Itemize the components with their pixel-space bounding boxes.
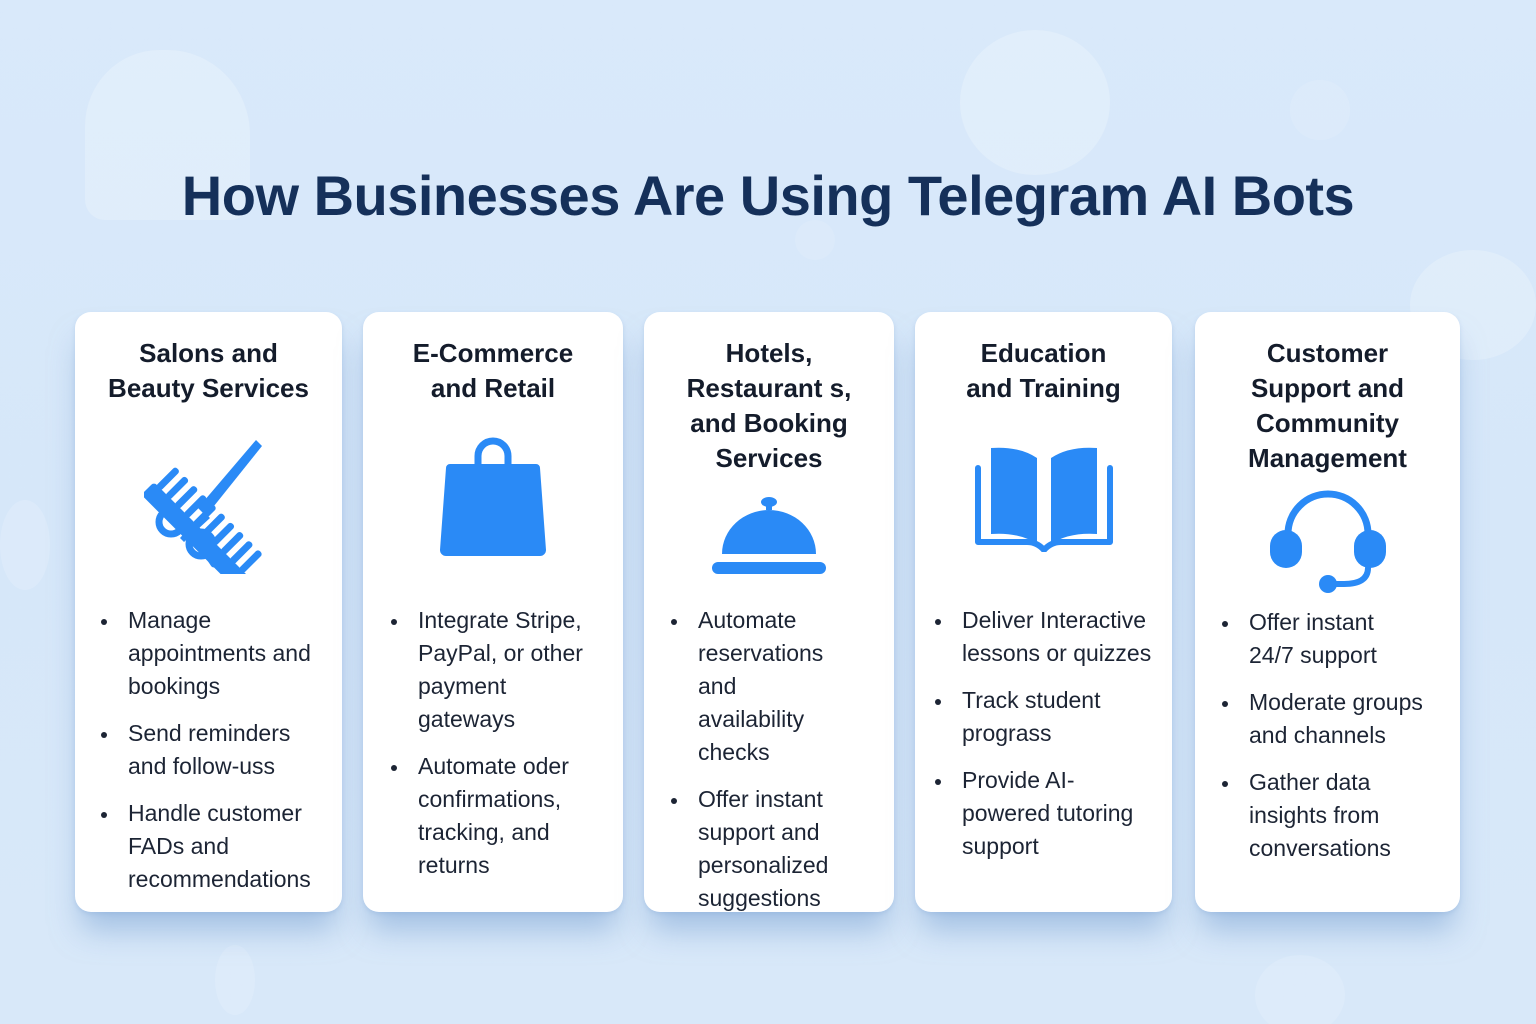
background-decoration xyxy=(0,500,50,590)
feature-list: Automate reservations and availability c… xyxy=(671,604,886,912)
background-decoration xyxy=(1255,955,1345,1024)
list-item: Send reminders and follow-uss xyxy=(101,717,341,783)
background-decoration xyxy=(960,30,1110,175)
shopping-bag-icon xyxy=(440,437,546,556)
feature-list: Manage appointments and bookings Send re… xyxy=(101,604,341,910)
card-title: Education and Training xyxy=(966,338,1121,403)
list-item: Offer instant support and personalized s… xyxy=(671,783,886,912)
list-item: Automate oder confirmations, tracking, a… xyxy=(391,750,621,882)
comb-scissors-icon xyxy=(143,440,262,574)
background-decoration xyxy=(1290,80,1350,140)
list-item: Gather data insights from conversations xyxy=(1222,766,1460,865)
card-hotels-restaurants-booking: Hotels, Restaurant s, and Booking Servic… xyxy=(644,312,894,912)
feature-list: Offer instant 24/7 support Moderate grou… xyxy=(1222,606,1460,879)
background-decoration xyxy=(215,945,255,1015)
open-book-icon xyxy=(974,447,1113,552)
card-education-training: Education and Training Deliver Interacti… xyxy=(915,312,1172,912)
background-decoration xyxy=(795,220,835,260)
card-title: E-Commerce and Retail xyxy=(412,338,574,403)
card-title: Salons and Beauty Services xyxy=(108,338,309,403)
card-customer-support-community: Customer Support and Community Managemen… xyxy=(1195,312,1460,912)
card-salons-beauty: Salons and Beauty Services xyxy=(75,312,342,912)
feature-list: Integrate Stripe, PayPal, or other payme… xyxy=(391,604,621,896)
service-bell-icon xyxy=(712,497,826,574)
list-item: Track student prograss xyxy=(935,684,1172,750)
background-decoration xyxy=(85,50,250,220)
list-item: Automate reservations and availability c… xyxy=(671,604,886,769)
headset-icon xyxy=(1269,490,1386,593)
card-title: Customer Support and Community Managemen… xyxy=(1248,338,1407,473)
card-ecommerce-retail: E-Commerce and Retail Integrate Stripe, … xyxy=(363,312,623,912)
list-item: Moderate groups and channels xyxy=(1222,686,1460,752)
feature-list: Deliver Interactive lessons or quizzes T… xyxy=(935,604,1172,877)
list-item: Integrate Stripe, PayPal, or other payme… xyxy=(391,604,621,736)
list-item: Offer instant 24/7 support xyxy=(1222,606,1460,672)
list-item: Deliver Interactive lessons or quizzes xyxy=(935,604,1172,670)
list-item: Provide AI- powered tutoring support xyxy=(935,764,1172,863)
list-item: Handle customer FADs and recommendations xyxy=(101,797,341,896)
list-item: Manage appointments and bookings xyxy=(101,604,341,703)
card-title: Hotels, Restaurant s, and Booking Servic… xyxy=(686,338,852,473)
page-title: How Businesses Are Using Telegram AI Bot… xyxy=(181,164,1355,227)
